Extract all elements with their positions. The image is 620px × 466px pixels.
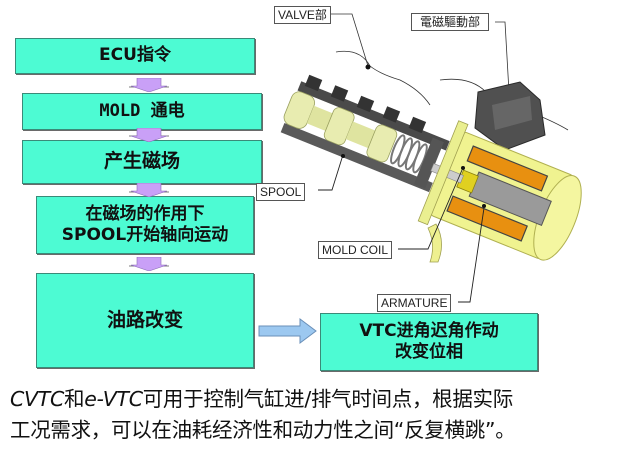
callout-text: VALVE部 — [278, 8, 327, 22]
caption: CVTC和e-VTC可用于控制气缸进/排气时间点，根据实际 工况需求，可以在油耗… — [10, 384, 620, 446]
flow-result-vtc-phase: VTC进角迟角作动 改变位相 — [320, 313, 538, 371]
callout-mold-coil: MOLD COIL — [318, 241, 393, 259]
flow-step-label: 产生磁场 — [103, 150, 180, 173]
callout-spool: SPOOL — [256, 183, 306, 201]
flow-step-label: ECU指令 — [99, 45, 171, 66]
callout-text: MOLD COIL — [322, 243, 389, 257]
callout-valve-section: VALVE部 — [274, 6, 331, 24]
callout-armature: ARMATURE — [377, 294, 452, 312]
caption-rest: 可用于控制气缸进/排气时间点，根据实际 — [142, 387, 514, 411]
flow-step-label: MOLD 通电 — [99, 100, 185, 121]
caption-and: 和 — [63, 387, 85, 411]
caption-line-2: 工况需求，可以在油耗经济性和动力性之间“反复横跳”。 — [10, 418, 516, 442]
flow-step-spool-movement: 在磁场的作用下 SPOOL开始轴向运动 — [36, 196, 254, 254]
arrow-down-icon — [129, 128, 169, 142]
flow-step-label-line1: 在磁场的作用下 — [85, 203, 205, 224]
arrow-down-icon — [129, 183, 169, 197]
flow-step-label-line2: SPOOL开始轴向运动 — [61, 225, 229, 245]
arrow-down-icon — [129, 257, 169, 271]
flow-step-magnetic-field: 产生磁场 — [22, 140, 262, 184]
caption-evtc: e-VTC — [84, 387, 143, 411]
arrow-right-icon — [258, 318, 317, 344]
flow-step-oil-path-change: 油路改变 — [36, 273, 254, 368]
flow-result-label-line1: VTC进角迟角作动 — [359, 320, 499, 341]
solenoid-valve-illustration — [280, 13, 582, 303]
caption-line-1: CVTC和e-VTC可用于控制气缸进/排气时间点，根据实际 — [10, 384, 620, 415]
callout-text: 電磁驅動部 — [420, 15, 481, 29]
arrow-down-icon — [129, 78, 169, 92]
flow-step-label: 油路改变 — [106, 308, 183, 331]
flow-step-ecu-command: ECU指令 — [15, 38, 255, 74]
callout-text: SPOOL — [260, 185, 302, 199]
caption-cvtc: CVTC — [10, 387, 64, 411]
callout-solenoid-drive-section: 電磁驅動部 — [411, 13, 490, 31]
callout-text: ARMATURE — [381, 296, 448, 310]
flow-result-label-line2: 改变位相 — [395, 342, 463, 362]
